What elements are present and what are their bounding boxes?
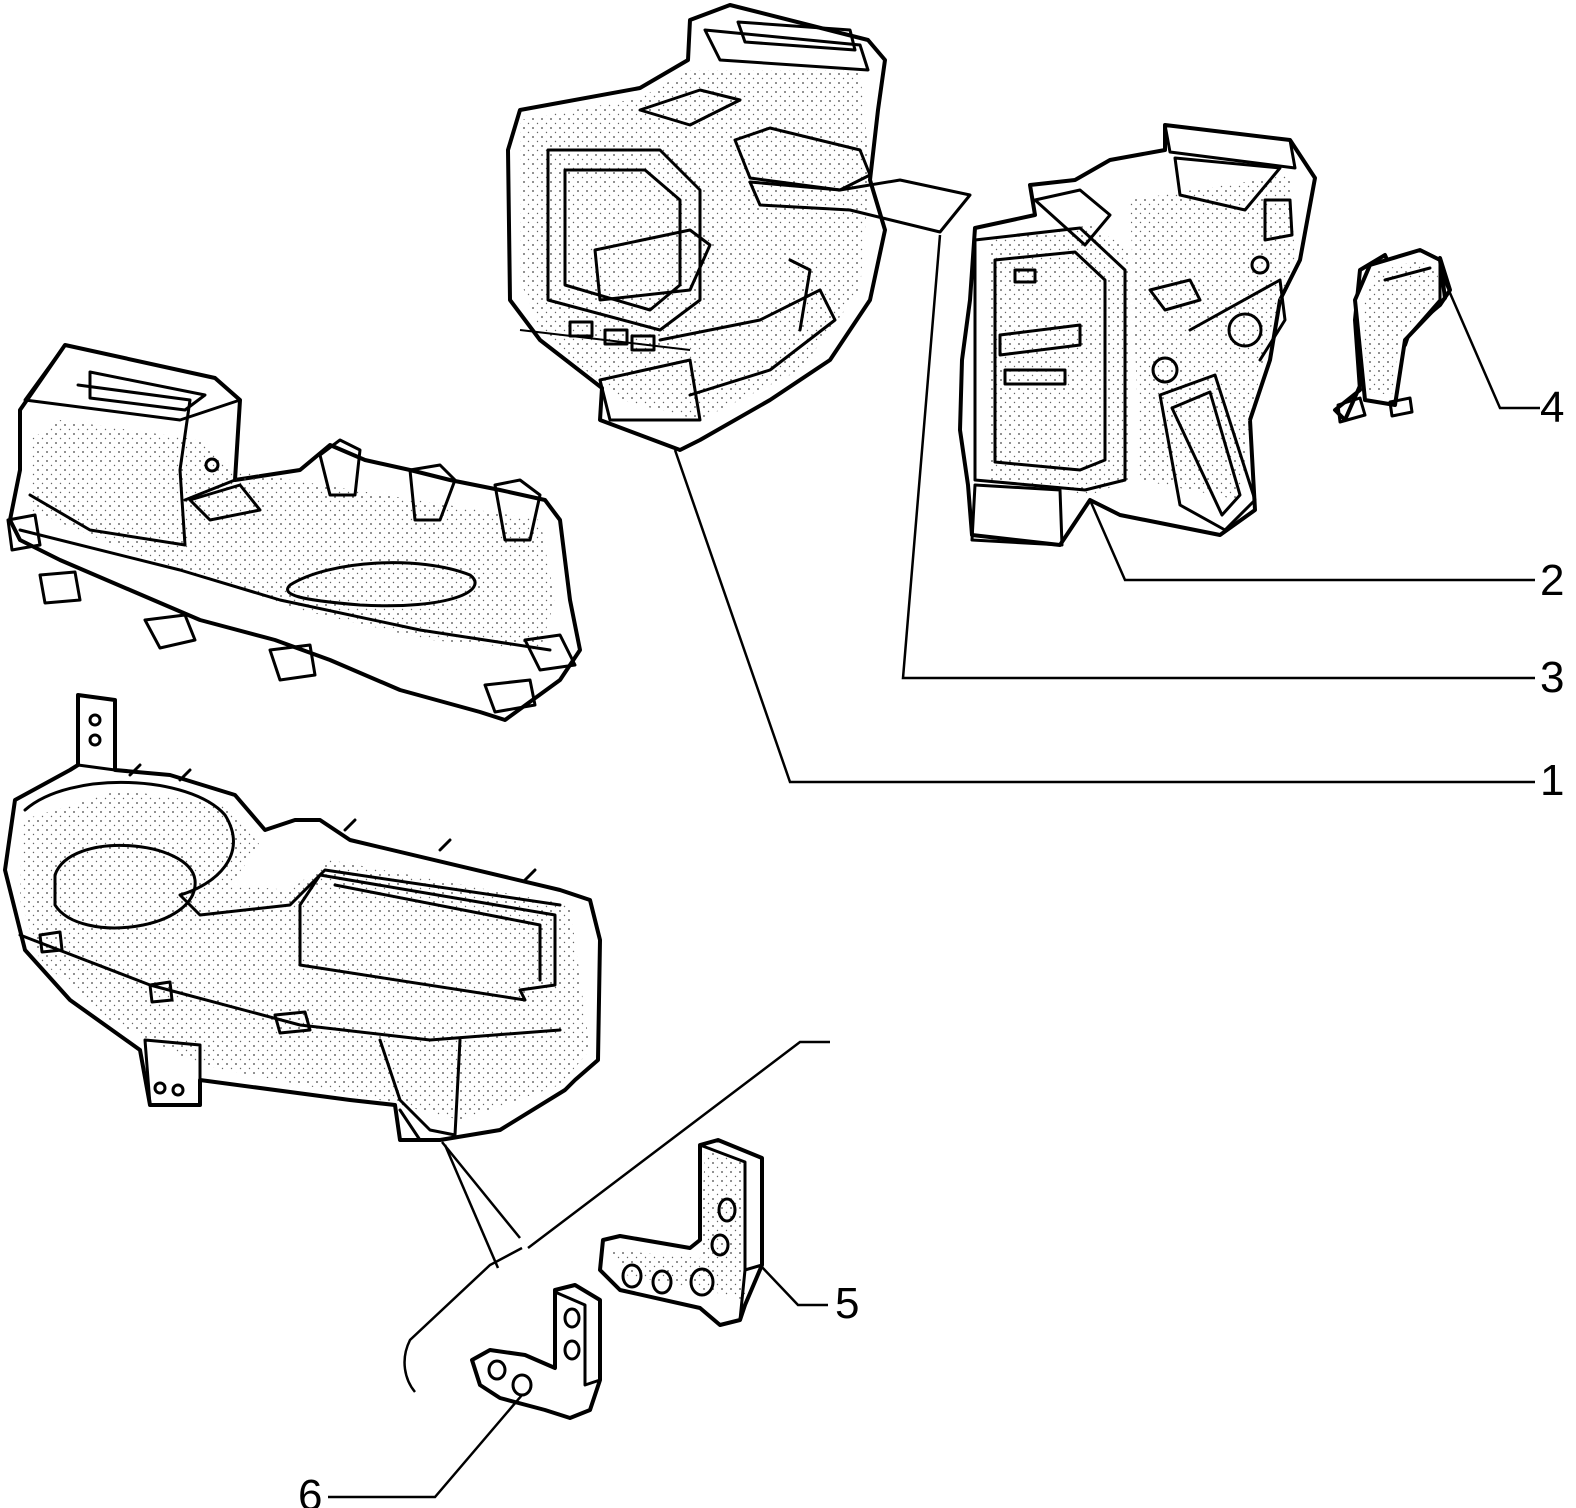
part-6-small-bracket — [470, 1283, 602, 1420]
part-5-l-bracket — [598, 1138, 764, 1327]
lower-half-shell — [3, 693, 602, 1142]
leader-3 — [901, 234, 1535, 680]
callout-6: 6 — [298, 1471, 322, 1508]
leader-6 — [328, 1394, 523, 1499]
part-1-duct-housing — [506, 3, 972, 452]
upper-half-shell — [6, 343, 582, 722]
part-2-blower-housing — [958, 123, 1317, 547]
leader-2 — [1088, 499, 1535, 582]
callout-labels: 1 2 3 4 5 6 — [298, 383, 1564, 1508]
callout-3: 3 — [1540, 653, 1564, 702]
leader-5 — [759, 1264, 828, 1307]
callout-4: 4 — [1540, 383, 1564, 432]
leader-4 — [1438, 269, 1540, 410]
part-4-cover — [1333, 248, 1452, 424]
leader-lines — [328, 234, 1540, 1499]
callout-5: 5 — [835, 1279, 859, 1328]
callout-1: 1 — [1540, 756, 1564, 805]
callout-2: 2 — [1540, 556, 1564, 605]
grouping-bracket — [403, 1040, 830, 1393]
leader-1 — [673, 449, 1535, 784]
